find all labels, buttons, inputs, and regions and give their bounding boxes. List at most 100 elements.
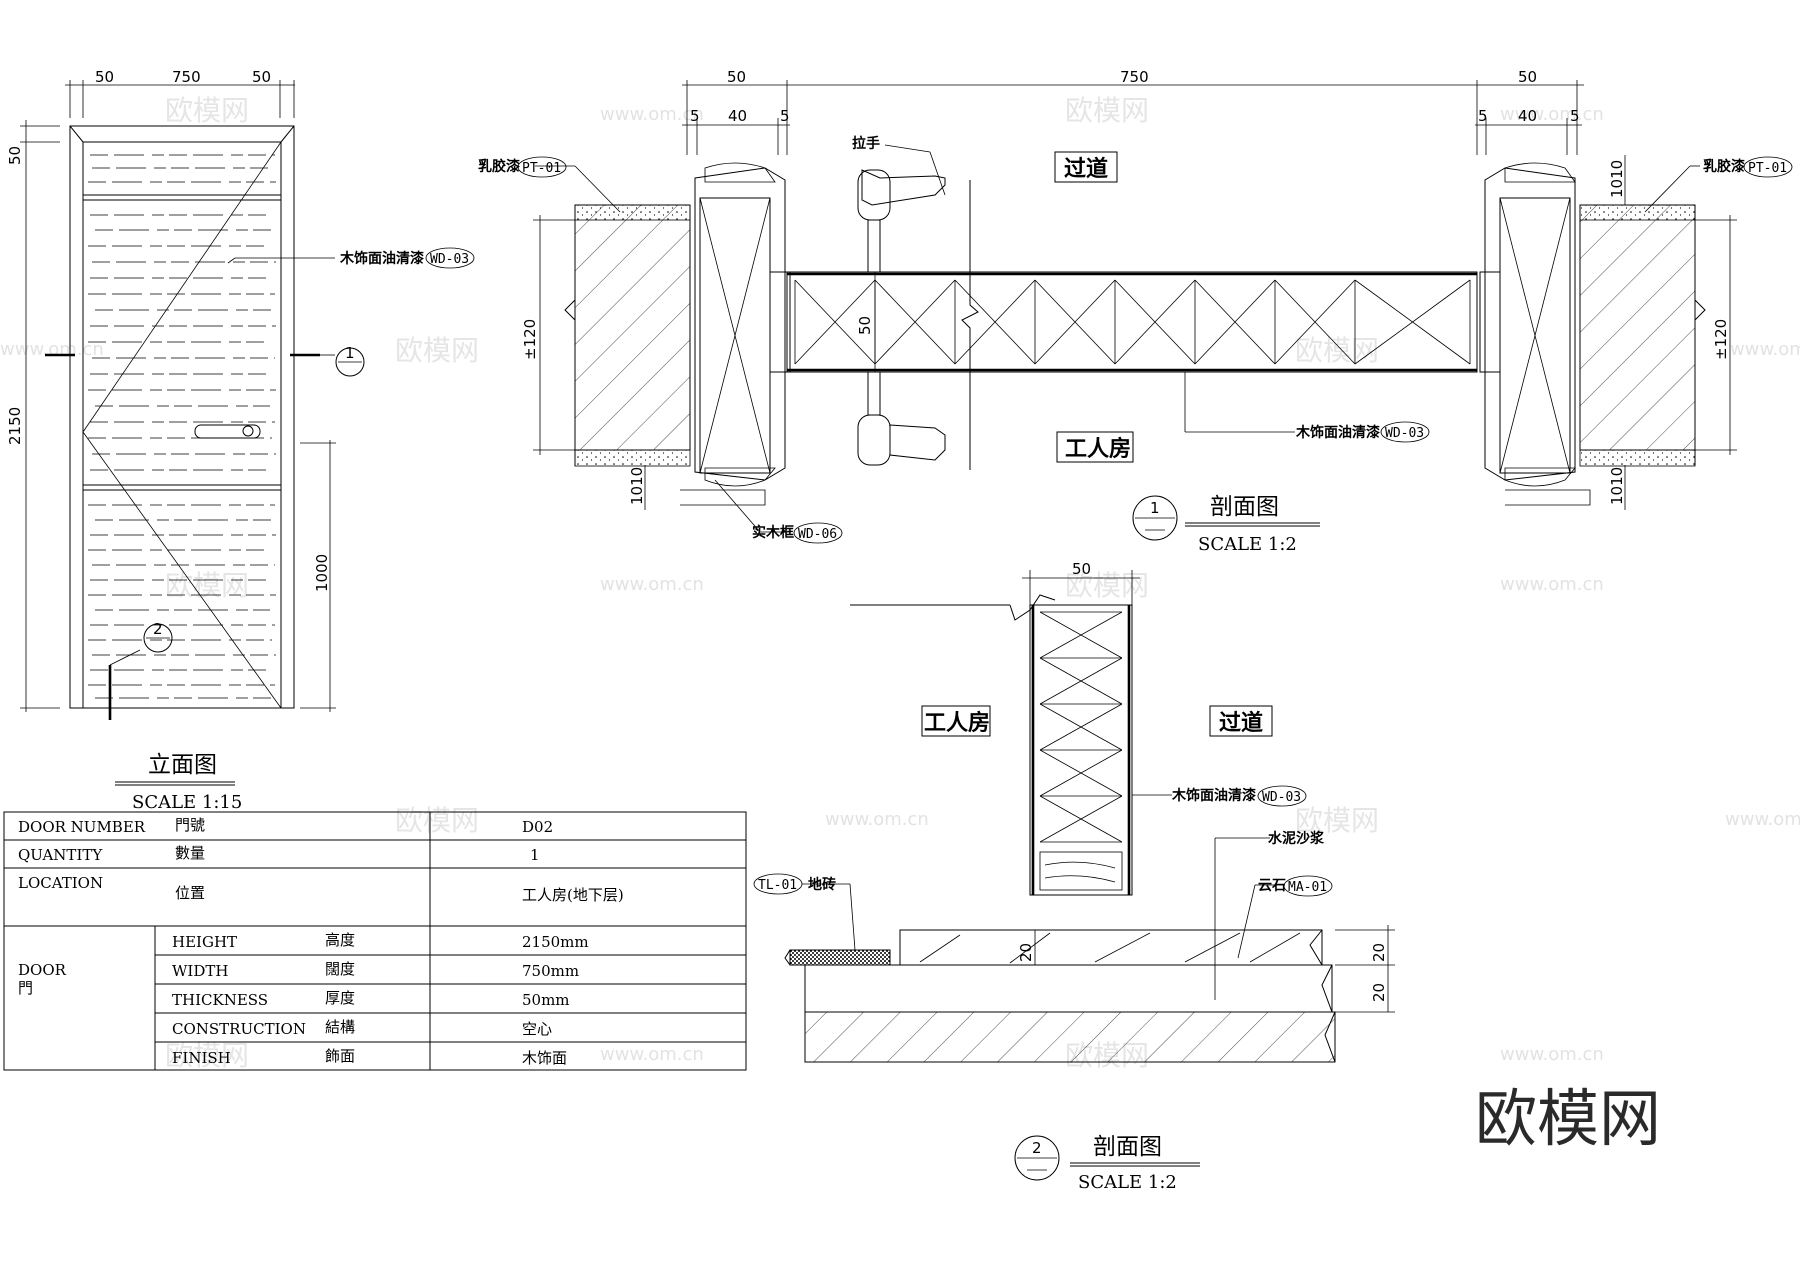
sched-row-2-zh: 數量 bbox=[175, 844, 205, 862]
sched-row-3-value: 工人房(地下层) bbox=[522, 886, 624, 904]
dim-right-1000: 1000 bbox=[313, 554, 331, 592]
left-wall bbox=[574, 204, 691, 451]
s2-scale: SCALE 1:2 bbox=[1078, 1172, 1177, 1193]
door-leaf-vertical bbox=[1029, 604, 1133, 896]
watermark-logo: 欧模网 bbox=[395, 334, 479, 367]
section-1: 50 750 50 5 40 5 5 40 5 bbox=[478, 68, 1793, 555]
sched-door-row-5-en: FINISH bbox=[172, 1049, 231, 1067]
s2-title-marker bbox=[1014, 1135, 1060, 1181]
s1-dim-top-2: 750 bbox=[1120, 68, 1149, 86]
s1-room-top: 过道 bbox=[1064, 156, 1108, 182]
s2-room-right: 过道 bbox=[1219, 710, 1263, 736]
pull-handle bbox=[861, 169, 946, 206]
elevation-title: 立面图 bbox=[148, 752, 217, 778]
s2-title: 剖面图 bbox=[1093, 1134, 1162, 1160]
watermark-logo: 欧模网 bbox=[1065, 94, 1149, 127]
sched-row-3-en: LOCATION bbox=[18, 874, 103, 892]
s1-dim-door: 50 bbox=[856, 316, 874, 335]
s1-scale: SCALE 1:2 bbox=[1198, 534, 1297, 555]
handle-label: 拉手 bbox=[852, 135, 880, 152]
stone-tag: MA-01 bbox=[1288, 880, 1327, 895]
left-frame bbox=[694, 167, 786, 481]
paint-tag-left: PT-01 bbox=[522, 161, 561, 176]
s1-room-bottom: 工人房 bbox=[1065, 436, 1131, 462]
s2-dim-top: 50 bbox=[1072, 560, 1091, 578]
sched-door-row-5-zh: 飾面 bbox=[325, 1047, 355, 1065]
s2-finish-tag: WD-03 bbox=[1262, 790, 1301, 805]
s1-sub-left-1: 5 bbox=[690, 107, 700, 125]
sched-door-row-3-en: THICKNESS bbox=[172, 991, 268, 1009]
watermark-logo: 欧模网 bbox=[165, 1039, 249, 1072]
watermark-url: www.om.cn bbox=[600, 574, 704, 595]
watermark-url: www.om.cn bbox=[1500, 574, 1604, 595]
watermark-logo: 欧模网 bbox=[165, 94, 249, 127]
door-elevation: 50 750 50 50 2150 1000 bbox=[6, 68, 475, 813]
sched-row-1-value: D02 bbox=[522, 818, 553, 836]
sched-door-row-2-en: WIDTH bbox=[172, 962, 228, 980]
s1-sub-left-3: 5 bbox=[780, 107, 790, 125]
dim-left-main: 2150 bbox=[6, 407, 24, 445]
s2-room-left: 工人房 bbox=[924, 710, 990, 736]
watermark-url: www.om.cn bbox=[1500, 1044, 1604, 1065]
s1-dim-top-3: 50 bbox=[1518, 68, 1537, 86]
s1-title: 剖面图 bbox=[1210, 494, 1279, 520]
dim-top-1: 50 bbox=[95, 68, 114, 86]
elevation-scale: SCALE 1:15 bbox=[132, 792, 242, 813]
section-marker-1-number: 1 bbox=[345, 344, 355, 362]
watermark-url: www.om.cn bbox=[600, 104, 704, 125]
sched-row-1-en: DOOR NUMBER bbox=[18, 818, 146, 836]
marble-layer bbox=[899, 929, 1323, 966]
sched-row-2-en: QUANTITY bbox=[18, 846, 103, 864]
s1-dim-top-1: 50 bbox=[727, 68, 746, 86]
dim-left-top: 50 bbox=[6, 146, 24, 165]
right-wall bbox=[1579, 204, 1696, 451]
sched-door-row-2-zh: 闊度 bbox=[325, 960, 355, 978]
section-marker-2 bbox=[143, 623, 173, 653]
door-frame-outline bbox=[69, 125, 295, 709]
s1-marker-number: 1 bbox=[1150, 499, 1160, 517]
s2-finish-label: 木饰面油清漆 bbox=[1171, 787, 1256, 804]
section-marker-2-number: 2 bbox=[153, 620, 163, 638]
dim-top-2: 750 bbox=[172, 68, 201, 86]
sched-door-row-3-zh: 厚度 bbox=[325, 989, 355, 1007]
watermark-url: www.om.cn bbox=[1725, 809, 1800, 830]
s1-finish-tag: WD-03 bbox=[1385, 426, 1424, 441]
sched-door-row-1-zh: 高度 bbox=[325, 931, 355, 949]
s1-dim-wall-right: ±120 bbox=[1712, 319, 1730, 360]
s1-dim-1010-top: 1010 bbox=[1608, 160, 1626, 198]
s1-sub-left-2: 40 bbox=[728, 107, 747, 125]
floor-tile bbox=[789, 949, 891, 966]
sched-door-row-1-value: 2150mm bbox=[522, 933, 589, 951]
frame-label: 实木框 bbox=[752, 524, 794, 541]
sched-door-row-2-value: 750mm bbox=[522, 962, 579, 980]
sched-door-row-3-value: 50mm bbox=[522, 991, 570, 1009]
mortar-label: 水泥沙浆 bbox=[1268, 830, 1325, 847]
door-leaf-section bbox=[786, 271, 1478, 373]
finish-label: 木饰面油清漆 bbox=[339, 250, 424, 267]
s1-sub-right-3: 5 bbox=[1570, 107, 1580, 125]
sched-door-row-5-value: 木饰面 bbox=[522, 1049, 567, 1067]
watermark-logo: 欧模网 bbox=[165, 569, 249, 602]
sched-row-2-value: 1 bbox=[530, 846, 540, 864]
s2-dim-20-top: 20 bbox=[1370, 943, 1388, 962]
finish-tag: WD-03 bbox=[430, 252, 469, 267]
sched-door-row-4-value: 空心 bbox=[522, 1020, 552, 1038]
watermarks: 欧模网 欧模网 欧模网 欧模网 欧模网 欧模网 欧模网 欧模网 欧模网 欧模网 … bbox=[0, 94, 1800, 1072]
watermark-logo: 欧模网 bbox=[1065, 569, 1149, 602]
slab-layer bbox=[804, 1011, 1336, 1063]
section-marker-1 bbox=[335, 347, 365, 377]
s1-title-marker bbox=[1132, 495, 1178, 541]
sched-door-zh: 門 bbox=[18, 979, 33, 997]
watermark-url: www.om.cn bbox=[1500, 104, 1604, 125]
s2-marker-number: 2 bbox=[1032, 1139, 1042, 1157]
tile-label: 地砖 bbox=[808, 876, 836, 893]
door-leaf bbox=[82, 141, 282, 709]
s1-dim-1010-left: 1010 bbox=[628, 467, 646, 505]
sched-row-1-zh: 門號 bbox=[175, 816, 205, 834]
tile-tag: TL-01 bbox=[758, 878, 797, 893]
dim-top-3: 50 bbox=[252, 68, 271, 86]
paint-label-left: 乳胶漆 bbox=[478, 158, 520, 175]
paint-tag-right: PT-01 bbox=[1748, 161, 1787, 176]
frame-tag: WD-06 bbox=[798, 527, 837, 542]
